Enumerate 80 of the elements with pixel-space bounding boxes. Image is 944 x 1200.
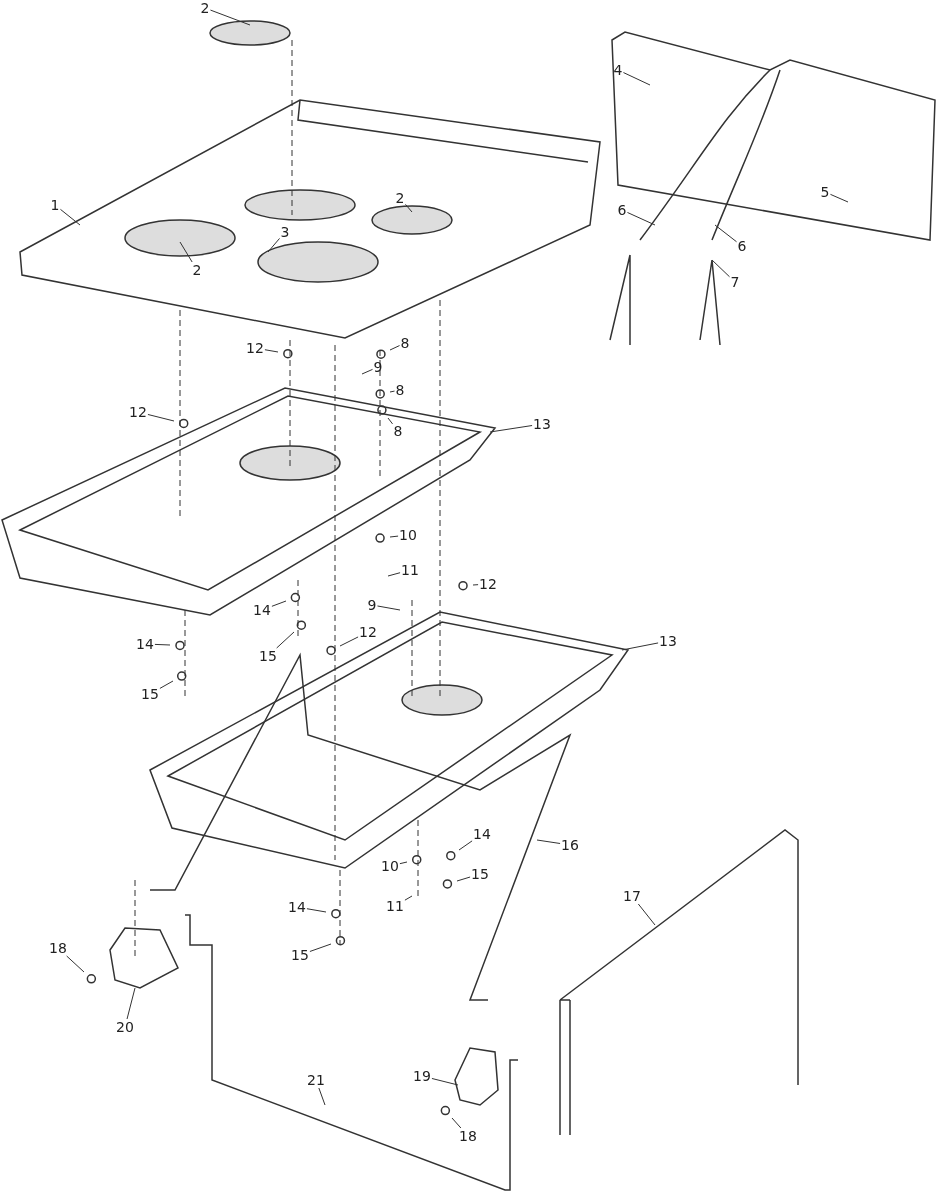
leader-line: [267, 237, 281, 253]
callout-number: 6: [616, 202, 628, 218]
leader-line: [829, 193, 849, 203]
callout-number: 18: [48, 940, 68, 956]
leader-line: [126, 987, 136, 1020]
leader-line: [389, 535, 399, 538]
callout-number: 8: [392, 423, 404, 439]
callout-number: 6: [736, 238, 748, 254]
leader-line: [451, 1117, 462, 1129]
callout-number: 7: [729, 274, 741, 290]
leader-line: [404, 895, 413, 901]
callout-number: 15: [140, 686, 160, 702]
leader-line: [209, 9, 251, 26]
callout-number: 16: [560, 837, 580, 853]
leader-line: [431, 1078, 459, 1086]
leader-line: [489, 425, 533, 433]
leader-line: [387, 417, 394, 425]
callout-number: 21: [306, 1072, 326, 1088]
leader-line: [147, 414, 175, 422]
callout-number: 15: [290, 947, 310, 963]
callout-number: 4: [612, 62, 624, 78]
leader-line: [376, 605, 401, 611]
callout-number: 12: [245, 340, 265, 356]
leader-line: [389, 345, 401, 351]
callout-number: 10: [398, 527, 418, 543]
leader-line: [626, 212, 656, 226]
callout-number: 8: [394, 382, 406, 398]
callout-number: 18: [458, 1128, 478, 1144]
leader-line: [159, 680, 174, 689]
callout-number: 8: [399, 335, 411, 351]
leader-line: [66, 955, 85, 973]
callout-number: 12: [128, 404, 148, 420]
callout-number: 1: [49, 197, 61, 213]
callout-number: 2: [199, 0, 211, 16]
leader-line: [622, 72, 651, 86]
leader-line: [399, 861, 408, 865]
leader-line: [621, 642, 659, 651]
leader-line: [179, 241, 193, 263]
callout-number: 14: [472, 826, 492, 842]
leader-line: [387, 572, 401, 577]
callout-number: 19: [412, 1068, 432, 1084]
leader-line: [536, 839, 561, 844]
callout-number: 9: [372, 359, 384, 375]
leader-line: [59, 208, 81, 226]
leader-line: [271, 600, 287, 607]
callout-number: 15: [258, 648, 278, 664]
callout-number: 9: [366, 597, 378, 613]
leader-line: [404, 203, 413, 213]
callout-number: 15: [470, 866, 490, 882]
callout-number: 14: [287, 899, 307, 915]
leader-line: [309, 943, 332, 952]
callout-number: 12: [358, 624, 378, 640]
callout-number: 13: [532, 416, 552, 432]
callout-number: 12: [478, 576, 498, 592]
callout-number: 17: [622, 888, 642, 904]
callout-number: 13: [658, 633, 678, 649]
callout-number: 14: [252, 602, 272, 618]
leader-line: [711, 259, 731, 278]
leader-line: [154, 643, 171, 646]
callout-number: 11: [400, 562, 420, 578]
callout-number: 5: [819, 184, 831, 200]
callout-number: 14: [135, 636, 155, 652]
leader-line: [318, 1087, 326, 1106]
leader-line: [276, 631, 295, 649]
leader-line: [389, 390, 396, 393]
callout-number: 11: [385, 898, 405, 914]
leader-line: [458, 840, 473, 851]
callout-number: 2: [394, 190, 406, 206]
leader-line: [472, 584, 479, 586]
leader-line: [306, 908, 327, 913]
callout-number: 10: [380, 858, 400, 874]
callout-number: 20: [115, 1019, 135, 1035]
leader-line: [714, 224, 738, 243]
leader-line: [339, 636, 359, 647]
leader-line: [361, 368, 374, 375]
leader-line: [637, 903, 656, 926]
leader-line: [456, 876, 471, 882]
callout-number: 3: [279, 224, 291, 240]
callout-number: 2: [191, 262, 203, 278]
leader-line: [264, 349, 279, 353]
